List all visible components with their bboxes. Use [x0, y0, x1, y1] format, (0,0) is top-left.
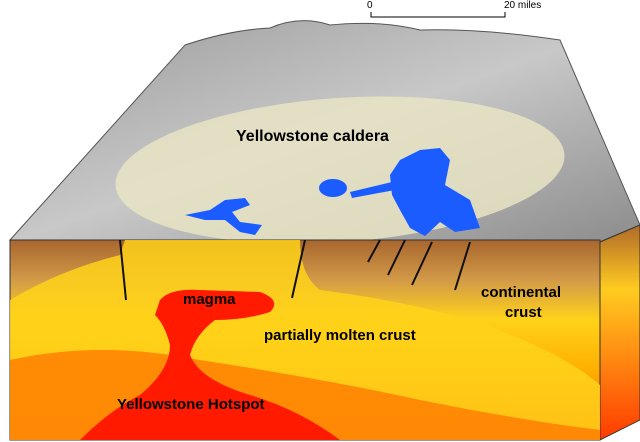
- magma-plume: [80, 289, 340, 440]
- scale-end: 20 miles: [504, 0, 542, 11]
- partially-molten-crust-label: partially molten crust: [264, 327, 416, 344]
- lake: [319, 179, 347, 197]
- lake: [350, 182, 395, 198]
- lake: [185, 198, 262, 235]
- scale-bar: [370, 12, 506, 18]
- block-side: [599, 224, 640, 441]
- hotspot-label: Yellowstone Hotspot: [117, 396, 265, 413]
- fault-lines: [119, 239, 471, 301]
- yellowstone-lake: [390, 148, 480, 236]
- continental-crust-label-1: continental: [481, 284, 562, 301]
- caldera-label: Yellowstone caldera: [236, 128, 389, 145]
- continental-crust-label-2: crust: [505, 304, 542, 321]
- magma-label: magma: [183, 291, 236, 308]
- scale-start: 0: [367, 0, 373, 11]
